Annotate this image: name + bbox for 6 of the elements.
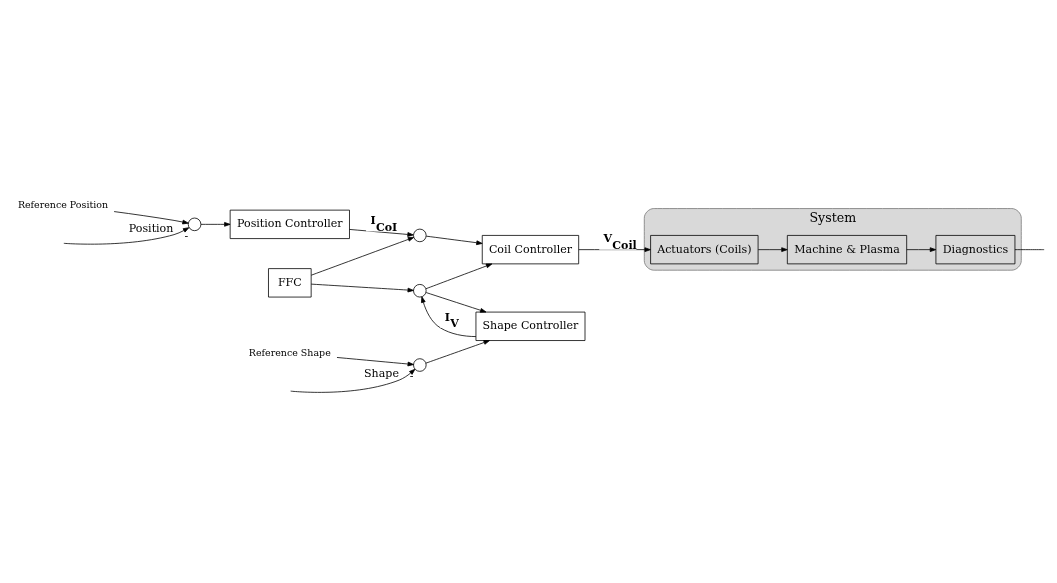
node-label: - bbox=[409, 369, 414, 383]
edge-label: Shape bbox=[364, 366, 399, 380]
node-text: Reference Shape bbox=[248, 346, 331, 358]
node-text: Reference Position bbox=[17, 198, 109, 210]
node-label: - bbox=[184, 229, 189, 243]
edge-label: Position bbox=[128, 221, 174, 235]
